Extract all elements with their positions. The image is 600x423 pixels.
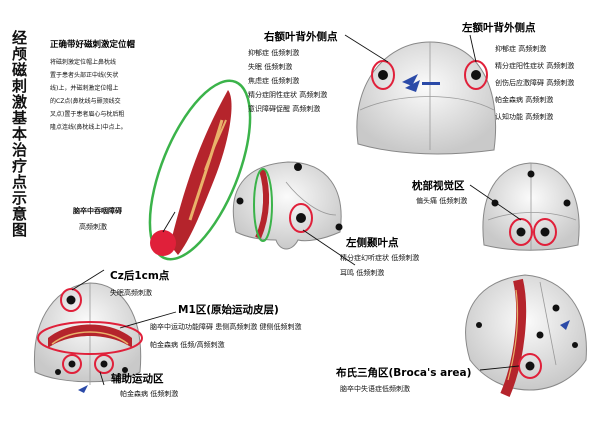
instruction-block: 正确带好磁刺激定位帽 将磁刺激定位帽上鼻枕线 置于患者头部正中线(矢状 线)上，… (50, 38, 170, 134)
oblique-cap (465, 274, 587, 397)
medulla-item: 高频刺激 (79, 223, 107, 231)
aux-item: 帕金森病 低频刺激 (120, 390, 179, 398)
zoomed-stripe-diagram (148, 79, 252, 261)
instruction-line: 线)上，并磁刺激定位帽上 (50, 85, 119, 92)
left-temporal-heading: 左侧颞叶点 (346, 237, 399, 249)
broca-item: 脑卒中失语症低频刺激 (340, 385, 410, 393)
instruction-line: 隆点连线(鼻枕线上)中点上。 (50, 124, 127, 131)
right-forehead-item: 抑郁症 低频刺激 (248, 49, 300, 57)
right-forehead-heading: 右额叶背外侧点 (264, 31, 338, 43)
brand-logo-icon (78, 385, 88, 393)
right-forehead-item: 焦虑症 低频刺激 (248, 77, 300, 85)
occipital-heading: 枕部视觉区 (412, 180, 465, 192)
right-forehead-item: 精分症阴性症状 高频刺激 (248, 91, 328, 99)
instruction-line: 的CZ点(鼻枕线与颞顶线交 (50, 98, 121, 105)
m1-heading: M1区(原始运动皮层) (178, 304, 279, 316)
top-cap (33, 282, 143, 393)
left-forehead-item: 帕金森病 高频刺激 (495, 96, 554, 104)
instruction-heading: 正确带好磁刺激定位帽 (50, 40, 136, 50)
instruction-line: 置于患者头部正中线(矢状 (50, 72, 119, 79)
m1-item: 脑卒中运动功能障碍 患侧高频刺激 健侧低频刺激 (150, 323, 302, 331)
instruction-line: 叉点)置于患者眉心与枕后粗 (50, 111, 125, 118)
left-temporal-item: 耳鸣 低频刺激 (340, 269, 385, 277)
cz-heading: Cz后1cm点 (110, 270, 170, 282)
left-temporal-item: 精分症幻听症状 低频刺激 (340, 254, 420, 262)
left-forehead-item: 抑郁症 高频刺激 (495, 45, 547, 53)
side-cap (232, 161, 343, 250)
brand-logo-icon (560, 320, 570, 330)
cz-item: 失眠高频刺激 (110, 289, 152, 297)
m1-item: 帕金森病 低频/高频刺激 (150, 341, 225, 349)
front-cap (356, 41, 497, 155)
broca-heading: 布氏三角区(Broca's area) (336, 367, 472, 379)
aux-heading: 辅助运动区 (111, 373, 164, 385)
left-forehead-heading: 左额叶背外侧点 (462, 22, 536, 34)
medulla-heading: 脑卒中吞咽障碍 (73, 207, 122, 215)
left-forehead-item: 精分症阳性症状 高频刺激 (495, 62, 575, 70)
connector-lines (71, 34, 522, 386)
brand-logo-icon (402, 74, 440, 92)
right-forehead-item: 失眠 低频刺激 (248, 63, 293, 71)
page-title: 经颅磁刺激基本治疗点示意图 (10, 30, 28, 238)
left-forehead-item: 创伤后应激障碍 高频刺激 (495, 79, 575, 87)
occipital-item: 偏头痛 低频刺激 (416, 197, 468, 205)
back-cap (482, 162, 580, 251)
instruction-line: 将磁刺激定位帽上鼻枕线 (50, 59, 117, 66)
left-forehead-item: 认知功能 高频刺激 (495, 113, 554, 121)
right-forehead-item: 意识障碍促醒 高频刺激 (248, 105, 321, 113)
